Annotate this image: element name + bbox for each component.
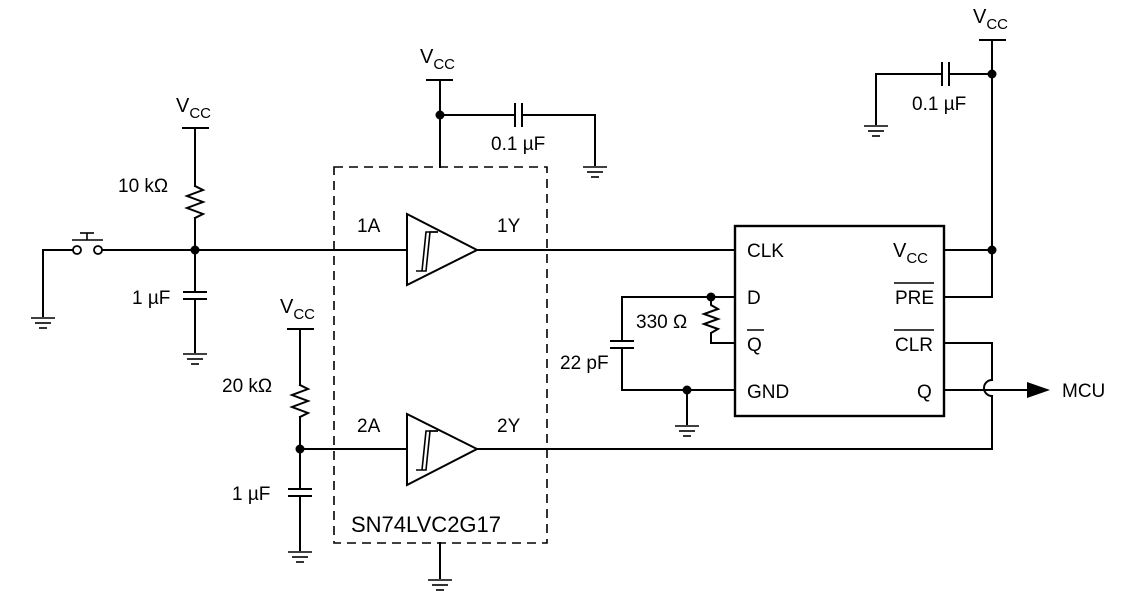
- debounce-capacitor-2-label: 1 µF: [232, 484, 270, 505]
- input-resistor-2-label: 20 kΩ: [222, 376, 272, 397]
- svg-text:VCC: VCC: [280, 296, 315, 323]
- ff-pin-d: D: [747, 288, 761, 309]
- ff-pin-clk: CLK: [747, 241, 784, 262]
- schmitt-buffer-2: [406, 412, 480, 487]
- svg-text:VCC: VCC: [973, 6, 1008, 33]
- schmitt-buffer-1: [406, 212, 480, 287]
- wire: [875, 73, 943, 125]
- junction-dot: [987, 245, 997, 255]
- wire: [42, 249, 74, 317]
- svg-text:VCC: VCC: [420, 46, 455, 73]
- pullup-resistor-label: 10 kΩ: [118, 176, 168, 197]
- decoupling-capacitor-ff: [941, 62, 950, 86]
- ff-pin-qbar: Q: [747, 335, 762, 356]
- svg-text:VCC: VCC: [893, 240, 928, 267]
- output-arrow: [1027, 382, 1050, 398]
- buffer-pin-1y: 1Y: [497, 216, 521, 237]
- wire: [621, 347, 736, 391]
- ff-pin-vcc: VCC: [893, 240, 928, 267]
- debounce-capacitor-1: [183, 291, 207, 300]
- ground-symbol: [863, 125, 889, 137]
- svg-text:VCC: VCC: [176, 95, 211, 122]
- buffer-pin-2y: 2Y: [497, 416, 521, 437]
- wire: [521, 114, 596, 166]
- vcc-label-right: VCC: [973, 6, 1008, 33]
- vcc-label-buffer: VCC: [420, 46, 455, 73]
- debounce-capacitor-2: [288, 488, 312, 497]
- decoupling-capacitor-buffer: [514, 103, 523, 127]
- wire: [943, 342, 993, 381]
- feedback-resistor-label: 330 Ω: [636, 312, 687, 333]
- flipflop-ic: [733, 224, 946, 418]
- buffer-pin-1a: 1A: [357, 216, 381, 237]
- buffer-part-number: SN74LVC2G17: [351, 512, 501, 537]
- pullup-resistor: [184, 184, 206, 220]
- debounce-capacitor-1-label: 1 µF: [132, 288, 170, 309]
- ground-symbol: [30, 317, 56, 329]
- vcc-label-left: VCC: [176, 95, 211, 122]
- ff-pin-gnd: GND: [747, 382, 789, 403]
- feedback-capacitor-label: 22 pF: [560, 353, 609, 374]
- ff-pin-clr: CLR: [895, 335, 933, 356]
- ground-symbol: [182, 353, 208, 365]
- pushbutton-switch[interactable]: [72, 232, 103, 255]
- ff-pin-pre: PRE: [895, 288, 934, 309]
- feedback-capacitor: [610, 340, 634, 349]
- ground-symbol: [287, 551, 313, 563]
- ground-symbol: [427, 579, 453, 591]
- input-resistor-2: [289, 383, 311, 419]
- output-label-mcu: MCU: [1062, 381, 1105, 402]
- ff-pin-q: Q: [917, 382, 932, 403]
- buffer-pin-2a: 2A: [357, 416, 381, 437]
- wire-crossover: [983, 378, 994, 398]
- ground-symbol: [582, 166, 608, 178]
- feedback-resistor: [701, 296, 721, 344]
- decoupling-capacitor-buffer-label: 0.1 µF: [491, 134, 545, 155]
- ground-symbol: [674, 425, 700, 437]
- vcc-label-lower: VCC: [280, 296, 315, 323]
- decoupling-capacitor-ff-label: 0.1 µF: [912, 94, 966, 115]
